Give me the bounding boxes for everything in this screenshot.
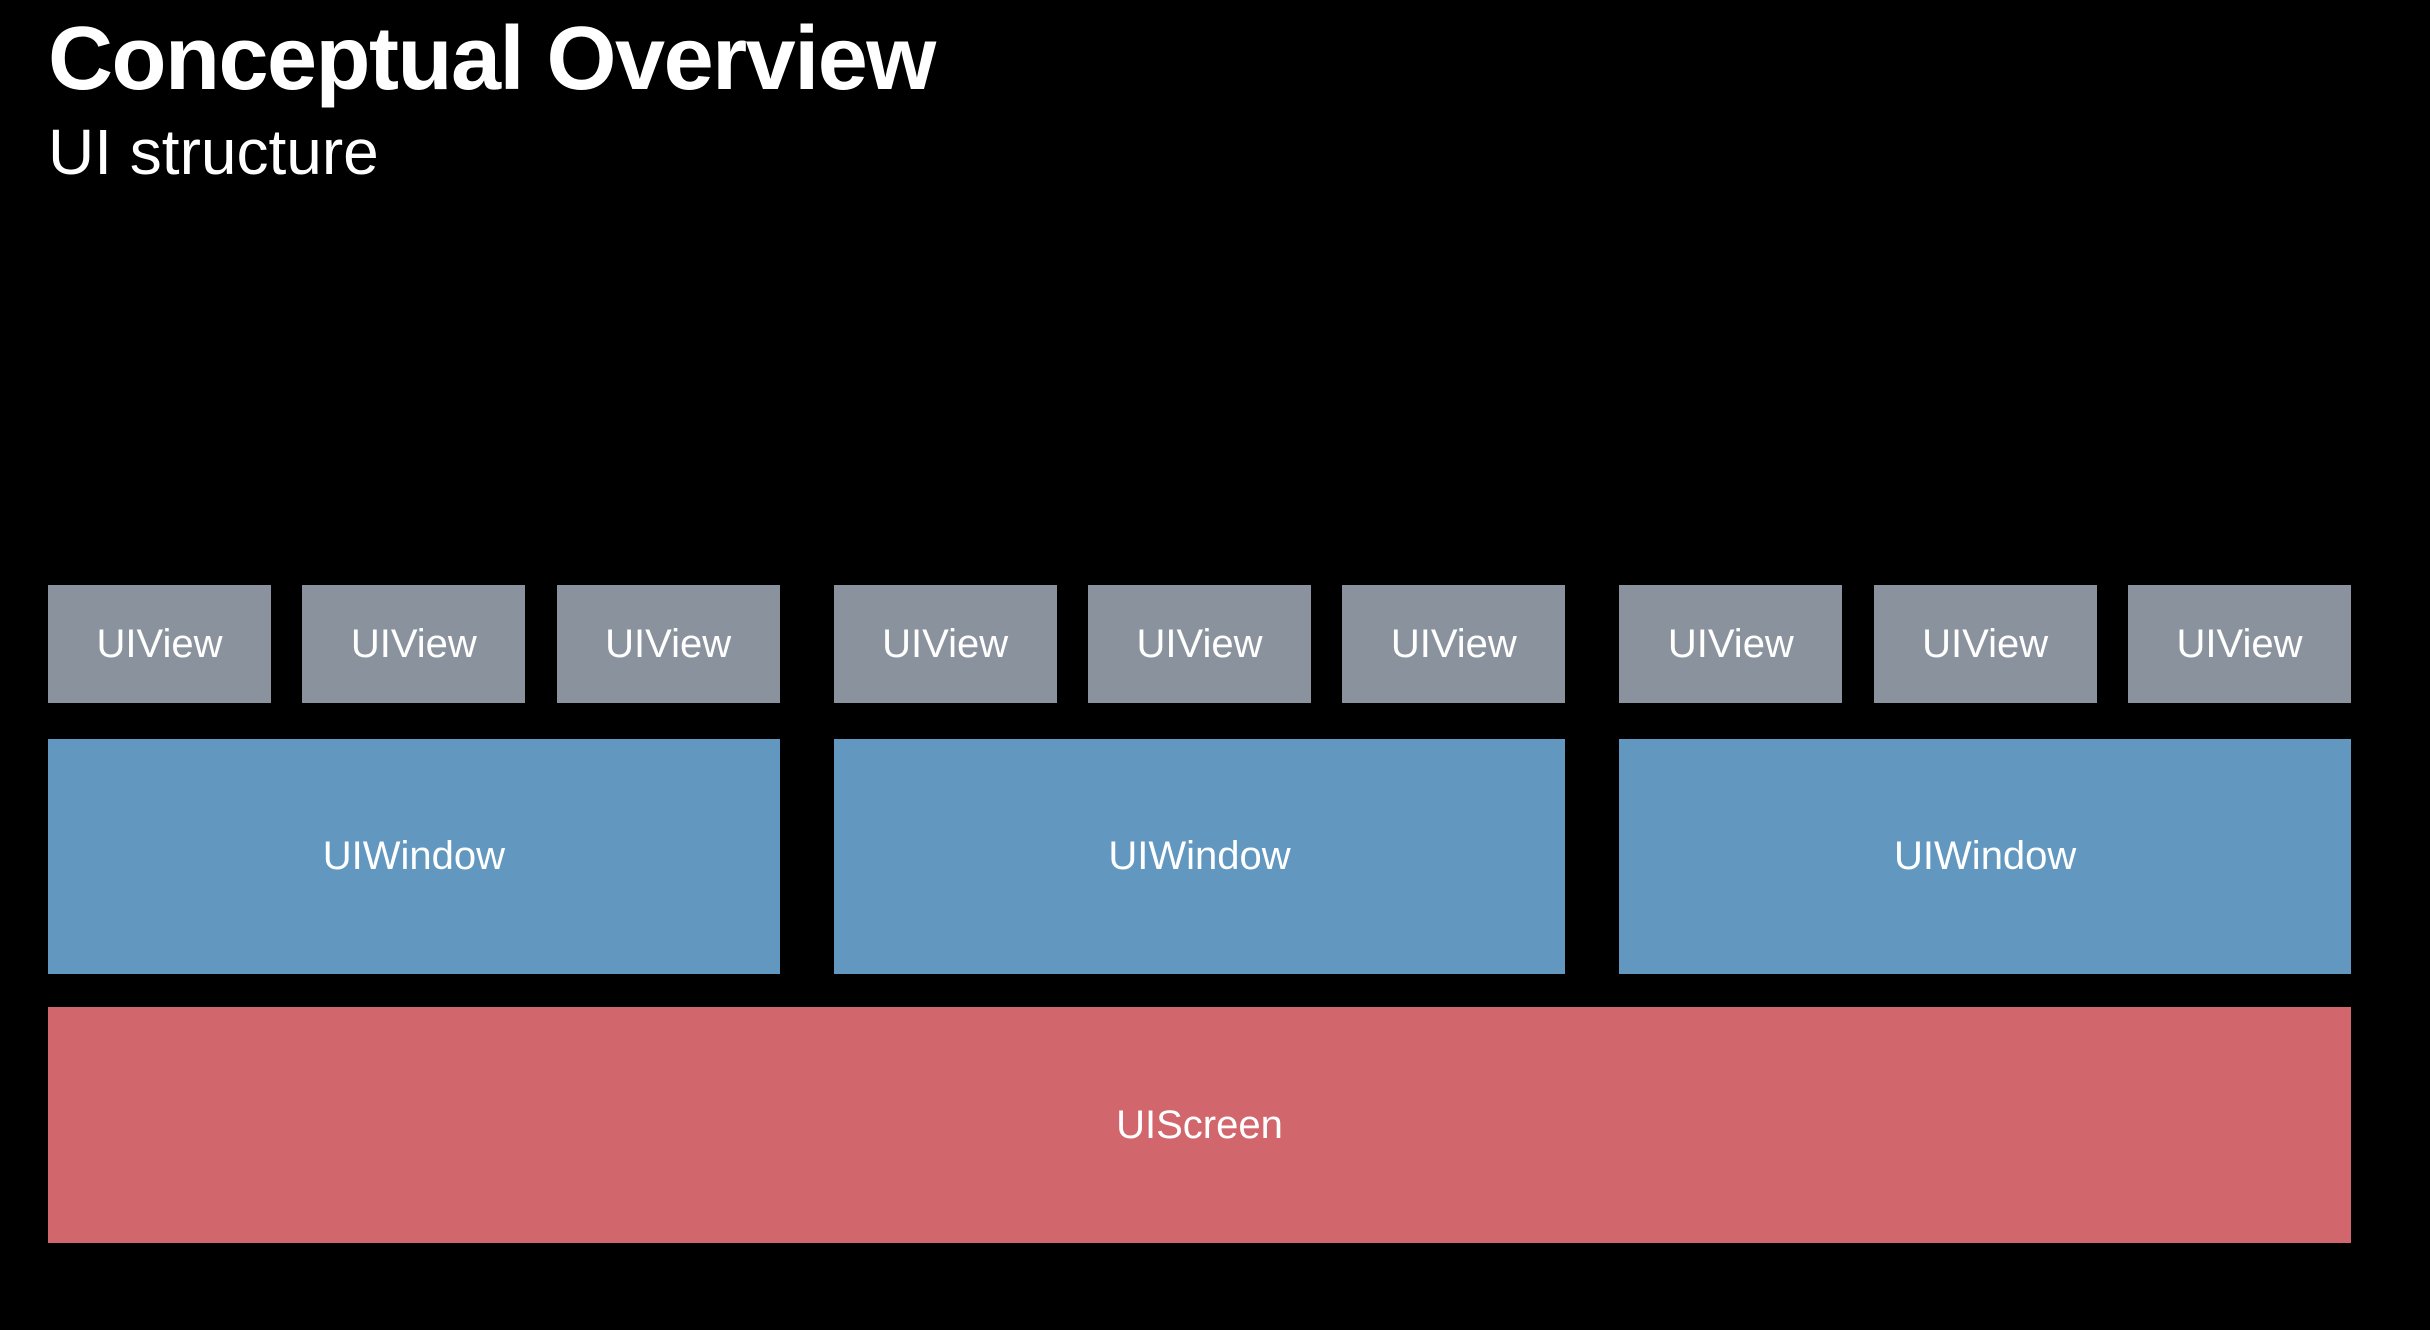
page-title: Conceptual Overview: [48, 9, 936, 109]
uiview-label: UIView: [1667, 621, 1794, 666]
window-stack-1: UIView UIView UIView UIWindow: [48, 585, 780, 974]
uiview-label: UIView: [882, 621, 1009, 666]
uiwindow-label: UIWindow: [1108, 834, 1291, 878]
uiview-row-1: UIView UIView UIView: [48, 585, 780, 703]
uiview-box: UIView: [302, 585, 526, 703]
uiview-box: UIView: [1088, 585, 1311, 703]
uiview-box: UIView: [1619, 585, 1843, 703]
uiview-label: UIView: [1390, 621, 1517, 666]
window-stacks-row: UIView UIView UIView UIWindow UIView: [48, 585, 2352, 974]
uiwindow-box: UIWindow: [833, 739, 1566, 974]
uiview-box: UIView: [556, 585, 780, 703]
uiview-box: UIView: [1342, 585, 1566, 703]
uiwindow-label: UIWindow: [1894, 834, 2077, 878]
uiview-row-3: UIView UIView UIView: [1619, 585, 2351, 703]
uiview-label: UIView: [350, 621, 477, 666]
uiscreen-label: UIScreen: [1116, 1102, 1283, 1147]
uiview-label: UIView: [605, 621, 732, 666]
ui-structure-diagram: UIView UIView UIView UIWindow UIView: [48, 585, 2352, 1243]
uiscreen-box: UIScreen: [48, 1007, 2351, 1243]
page-subtitle: UI structure: [48, 116, 379, 188]
uiview-box: UIView: [833, 585, 1057, 703]
uiview-box: UIView: [2128, 585, 2351, 703]
uiview-box: UIView: [48, 585, 271, 703]
uiwindow-label: UIWindow: [322, 834, 505, 878]
uiview-label: UIView: [2176, 621, 2303, 666]
uiwindow-box: UIWindow: [1619, 739, 2352, 974]
uiview-label: UIView: [96, 621, 223, 666]
window-stack-3: UIView UIView UIView UIWindow: [1619, 585, 2352, 974]
uiview-box: UIView: [1873, 585, 2097, 703]
uiview-label: UIView: [1922, 621, 2049, 666]
window-stack-2: UIView UIView UIView UIWindow: [833, 585, 1566, 974]
uiwindow-box: UIWindow: [48, 739, 780, 974]
slide-header: Conceptual Overview UI structure: [48, 9, 936, 188]
uiview-label: UIView: [1136, 621, 1263, 666]
uiview-row-2: UIView UIView UIView: [833, 585, 1566, 703]
